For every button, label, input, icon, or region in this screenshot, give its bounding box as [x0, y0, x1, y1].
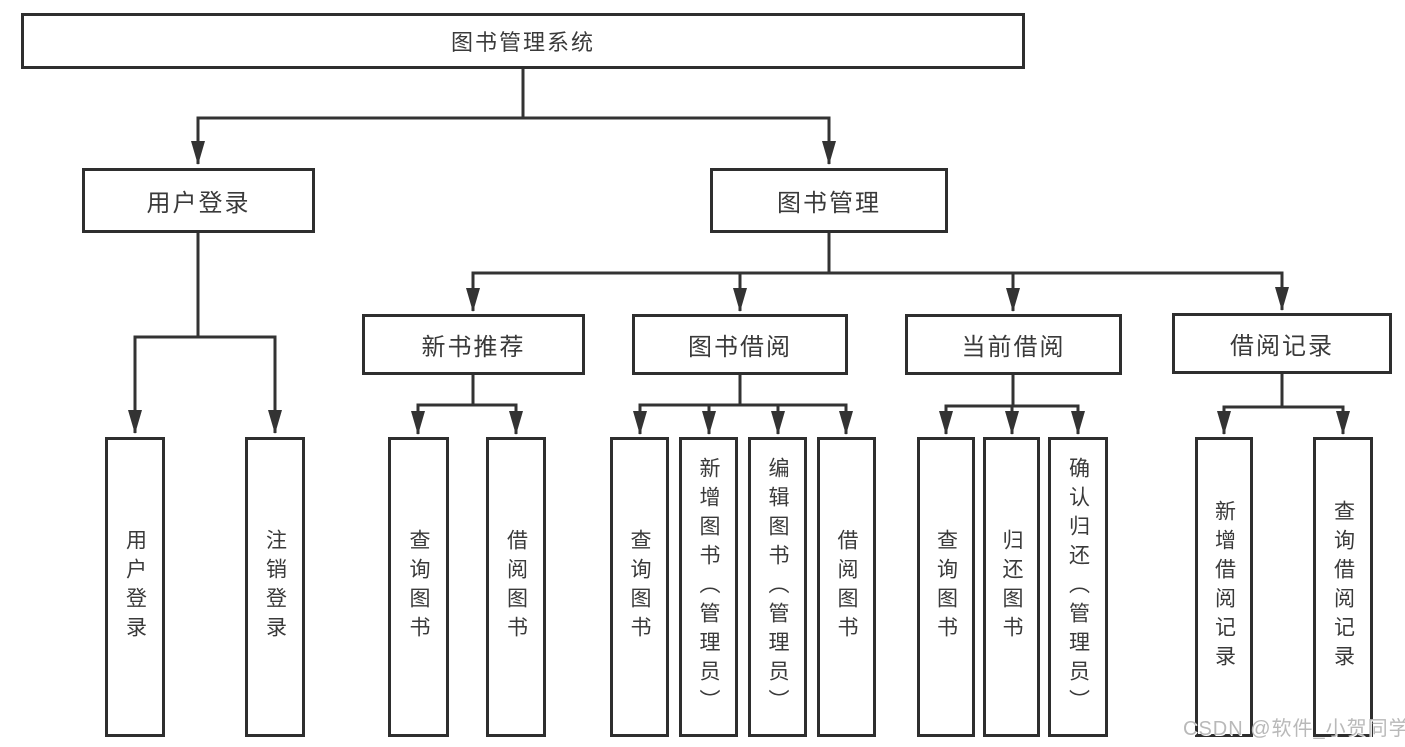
leaf-borrow-borrow-label: 借阅图书 — [835, 529, 858, 645]
node-book-mgmt: 图书管理 — [710, 168, 948, 233]
node-book-borrow-label: 图书借阅 — [688, 334, 792, 361]
leaf-record-add: 新增借阅记录 — [1195, 437, 1253, 737]
leaf-borrow-query-label: 查询图书 — [628, 529, 651, 645]
leaf-user-logout: 注销登录 — [245, 437, 305, 737]
leaf-current-query-label: 查询图书 — [934, 529, 958, 645]
leaf-borrow-borrow: 借阅图书 — [817, 437, 876, 737]
leaf-current-query: 查询图书 — [917, 437, 975, 737]
node-book-borrow: 图书借阅 — [632, 314, 848, 375]
node-new-books: 新书推荐 — [362, 314, 585, 375]
leaf-user-login: 用户登录 — [105, 437, 165, 737]
leaf-new-query: 查询图书 — [388, 437, 449, 737]
leaf-new-query-label: 查询图书 — [407, 529, 430, 645]
node-current-borrow-label: 当前借阅 — [961, 334, 1066, 361]
node-root-label: 图书管理系统 — [450, 30, 595, 55]
leaf-borrow-query: 查询图书 — [610, 437, 669, 737]
leaf-borrow-add-label: 新增图书（管理员） — [697, 456, 720, 718]
leaf-borrow-edit-label: 编辑图书（管理员） — [766, 456, 789, 718]
node-root: 图书管理系统 — [21, 13, 1025, 69]
csdn-watermark: CSDN @软件_小贺同学 — [1183, 718, 1405, 740]
node-new-books-label: 新书推荐 — [421, 334, 526, 361]
node-book-mgmt-label: 图书管理 — [777, 190, 881, 217]
leaf-borrow-add: 新增图书（管理员） — [679, 437, 738, 737]
node-user-login-label: 用户登录 — [146, 190, 251, 217]
node-current-borrow: 当前借阅 — [905, 314, 1122, 375]
node-borrow-records: 借阅记录 — [1172, 313, 1392, 374]
leaf-record-add-label: 新增借阅记录 — [1212, 500, 1236, 674]
leaf-record-query: 查询借阅记录 — [1313, 437, 1373, 737]
leaf-current-confirm: 确认归还（管理员） — [1048, 437, 1108, 737]
leaf-new-borrow-label: 借阅图书 — [504, 529, 528, 645]
leaf-borrow-edit: 编辑图书（管理员） — [748, 437, 807, 737]
leaf-current-confirm-label: 确认归还（管理员） — [1066, 456, 1090, 718]
leaf-new-borrow: 借阅图书 — [486, 437, 546, 737]
leaf-user-logout-label: 注销登录 — [263, 529, 287, 645]
leaf-user-login-label: 用户登录 — [123, 529, 147, 645]
leaf-record-query-label: 查询借阅记录 — [1331, 500, 1355, 674]
node-borrow-records-label: 借阅记录 — [1230, 333, 1334, 360]
leaf-current-return: 归还图书 — [983, 437, 1040, 737]
leaf-current-return-label: 归还图书 — [1000, 529, 1023, 645]
node-user-login: 用户登录 — [82, 168, 315, 233]
